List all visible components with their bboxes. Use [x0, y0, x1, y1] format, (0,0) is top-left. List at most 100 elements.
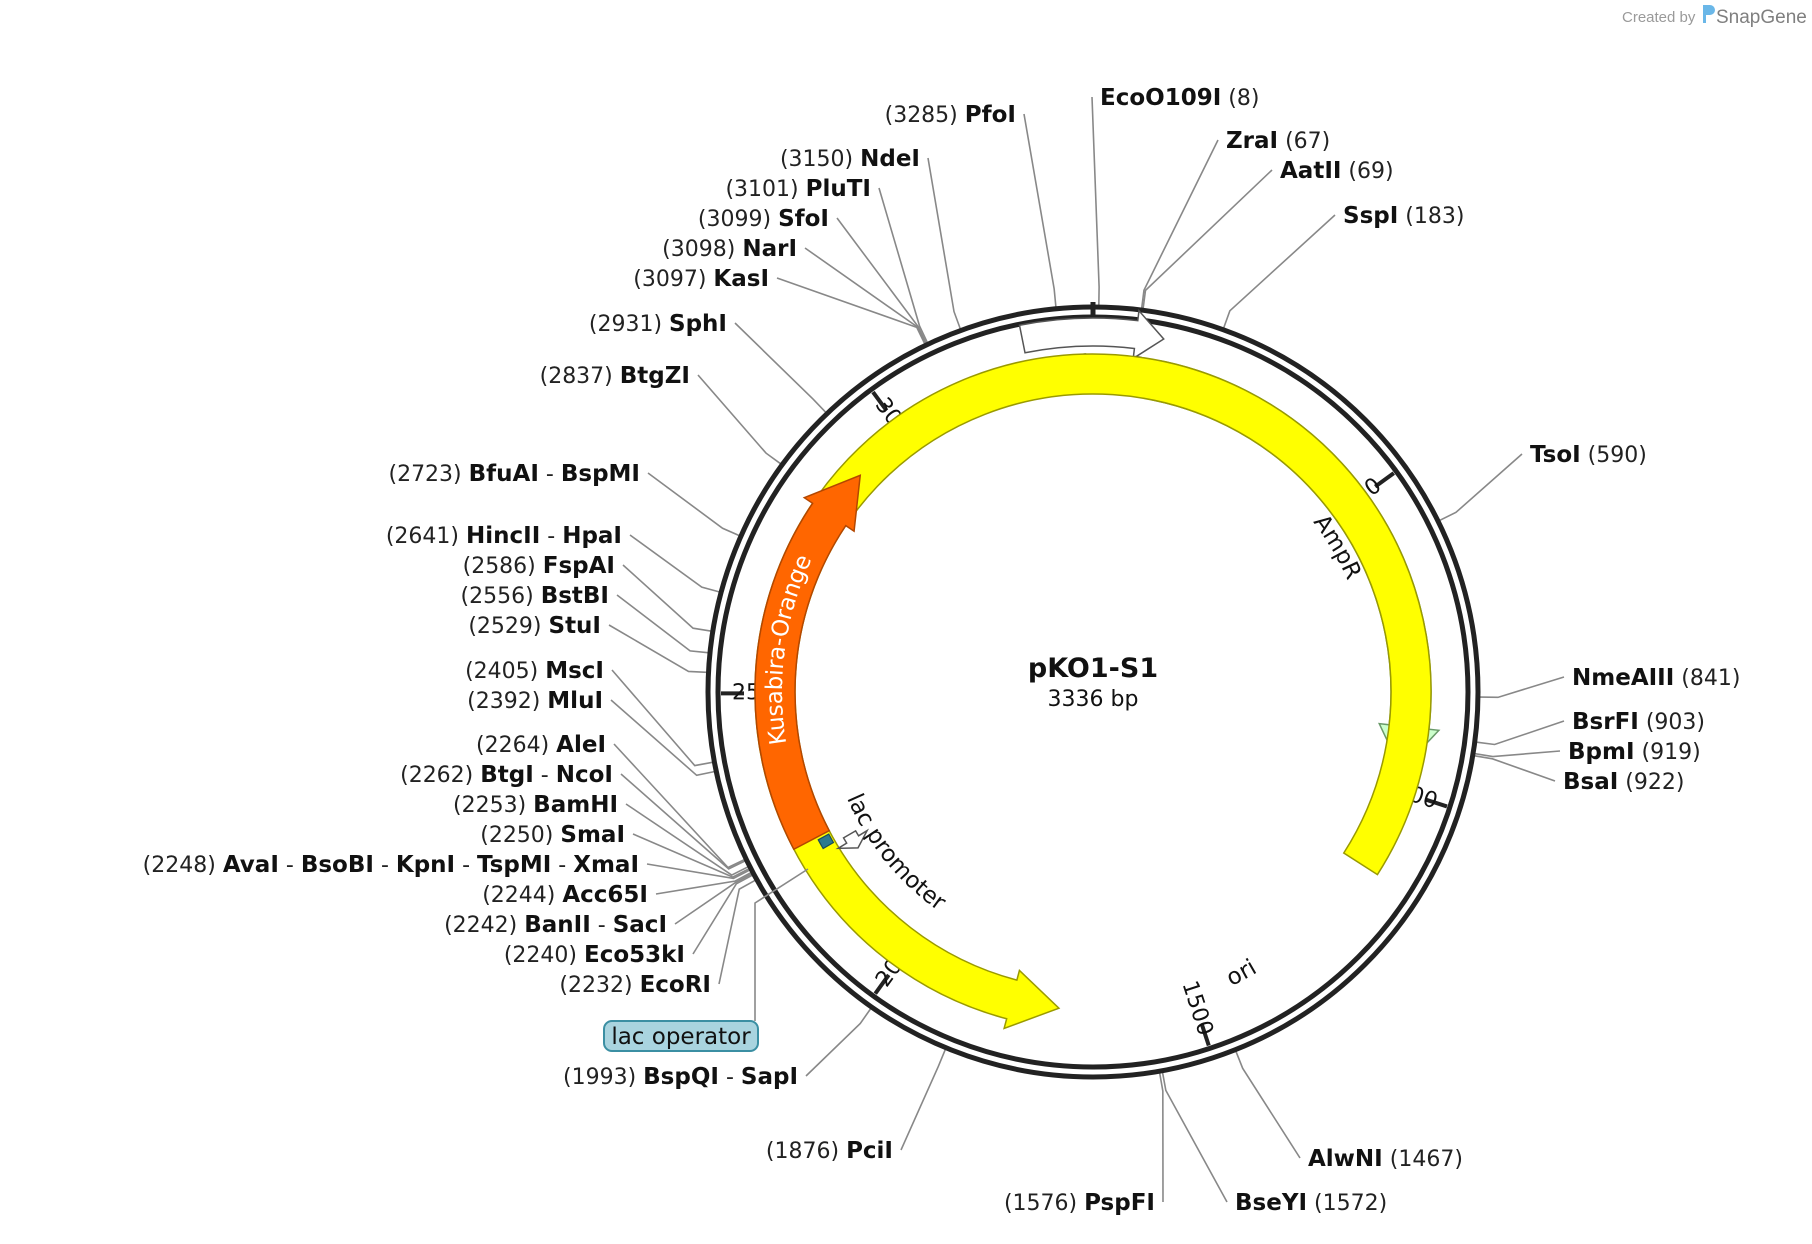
site-label-bspqi-sapi[interactable]: (1993) BspQI - SapI: [563, 1064, 798, 1090]
site-name: BsrFI: [1572, 709, 1639, 735]
site-label-bsrfi[interactable]: BsrFI (903): [1572, 709, 1705, 735]
site-name: Eco53kI: [584, 942, 685, 968]
site-position: (3099): [698, 207, 778, 232]
site-line-bfuai-bspmi: [647, 472, 740, 537]
feature-lac-promoter[interactable]: [835, 828, 870, 850]
site-position: (1876): [766, 1139, 846, 1164]
site-name: TspMI: [477, 852, 551, 878]
tick-mark-3000: [871, 390, 889, 412]
site-label-sspi[interactable]: SspI (183): [1343, 203, 1464, 229]
site-line-pcii: [900, 1049, 946, 1151]
site-label-bsai[interactable]: BsaI (922): [1563, 769, 1684, 795]
site-line-pluti: [878, 187, 928, 343]
site-position: (2641): [386, 524, 466, 549]
site-label-tsoi[interactable]: TsoI (590): [1530, 442, 1647, 468]
site-name: PluTI: [806, 176, 871, 202]
site-label-ecoo109i[interactable]: EcoO109I (8): [1100, 85, 1259, 111]
site-label-alwni[interactable]: AlwNI (1467): [1308, 1146, 1463, 1172]
site-label-pcii[interactable]: (1876) PciI: [766, 1138, 893, 1164]
site-label-kasi[interactable]: (3097) KasI: [633, 266, 769, 292]
site-label-ecori[interactable]: (2232) EcoRI: [559, 972, 711, 998]
site-line-avai-bsobi-kpni-tspmi-xmai: [646, 863, 750, 880]
site-label-bfuai-bspmi[interactable]: (2723) BfuAI - BspMI: [388, 461, 640, 487]
site-separator: -: [534, 763, 556, 788]
lac-operator-callout-box[interactable]: [603, 1020, 759, 1052]
site-position: (8): [1221, 86, 1259, 111]
site-label-smai[interactable]: (2250) SmaI: [480, 822, 625, 848]
site-label-zrai[interactable]: ZraI (67): [1226, 128, 1330, 154]
feature-kusabira-orange[interactable]: [754, 474, 862, 851]
site-line-bstbi: [616, 594, 709, 654]
site-label-pspfi[interactable]: (1576) PspFI: [1004, 1190, 1155, 1216]
site-line-nmeaiii: [1479, 676, 1565, 699]
site-label-btgi-ncoi[interactable]: (2262) BtgI - NcoI: [400, 762, 613, 788]
site-line-pfoi: [1023, 113, 1057, 307]
site-name: HincII: [466, 523, 540, 549]
site-name: SmaI: [560, 822, 625, 848]
site-label-ndei[interactable]: (3150) NdeI: [780, 146, 920, 172]
site-line-sphi: [734, 322, 827, 413]
site-line-banii-saci: [674, 873, 752, 925]
site-separator: -: [279, 853, 301, 878]
site-label-nari[interactable]: (3098) NarI: [662, 236, 797, 262]
site-separator: -: [455, 853, 477, 878]
site-label-fspai[interactable]: (2586) FspAI: [463, 553, 615, 579]
site-label-alei[interactable]: (2264) AleI: [476, 732, 606, 758]
lac-operator-callout[interactable]: lac operator: [603, 868, 809, 1052]
site-label-eco53ki[interactable]: (2240) Eco53kI: [504, 942, 685, 968]
site-line-btgzi: [697, 374, 781, 465]
site-label-stui[interactable]: (2529) StuI: [468, 613, 601, 639]
site-line-tsoi: [1439, 453, 1523, 522]
site-label-bseyi[interactable]: BseYI (1572): [1235, 1190, 1387, 1216]
site-position: (1993): [563, 1065, 643, 1090]
site-label-acc65i[interactable]: (2244) Acc65I: [482, 882, 648, 908]
site-label-msci[interactable]: (2405) MscI: [465, 658, 604, 684]
site-label-nmeaiii[interactable]: NmeAIII (841): [1572, 665, 1740, 691]
site-label-pluti[interactable]: (3101) PluTI: [725, 176, 871, 202]
feature-ampr-promoter[interactable]: [1018, 309, 1165, 360]
site-position: (2240): [504, 943, 584, 968]
site-separator: -: [719, 1065, 741, 1090]
feature-ori[interactable]: [754, 353, 1432, 1030]
site-name: KpnI: [396, 852, 455, 878]
site-name: EcoRI: [640, 972, 711, 998]
site-position: (2931): [589, 312, 669, 337]
tick-mark-2000: [873, 973, 891, 995]
site-label-sfoi[interactable]: (3099) SfoI: [698, 206, 829, 232]
site-position: (2262): [400, 763, 480, 788]
site-name: SspI: [1343, 203, 1398, 229]
site-position: (2405): [465, 659, 545, 684]
site-position: (2242): [444, 913, 524, 938]
site-line-stui: [608, 624, 707, 674]
site-label-hincii-hpai[interactable]: (2641) HincII - HpaI: [386, 523, 622, 549]
site-label-mlui[interactable]: (2392) MluI: [467, 688, 603, 714]
site-line-mlui: [610, 699, 715, 777]
site-label-bstbi[interactable]: (2556) BstBI: [461, 583, 609, 609]
site-position: (2837): [540, 364, 620, 389]
site-label-bamhi[interactable]: (2253) BamHI: [453, 792, 618, 818]
site-label-bpmi[interactable]: BpmI (919): [1568, 739, 1701, 765]
site-line-ndei: [927, 157, 961, 329]
site-label-aatii[interactable]: AatII (69): [1280, 158, 1394, 184]
feature-lac-operator[interactable]: [817, 833, 835, 850]
site-name: PspFI: [1084, 1190, 1155, 1216]
tick-mark-1000: [1424, 797, 1448, 809]
site-position: (183): [1398, 204, 1464, 229]
site-line-kasi: [776, 277, 926, 344]
snapgene-logo-icon: [1703, 5, 1715, 23]
site-label-banii-saci[interactable]: (2242) BanII - SacI: [444, 912, 667, 938]
site-position: (1576): [1004, 1191, 1084, 1216]
site-name: TsoI: [1530, 442, 1581, 468]
site-position: (3150): [780, 147, 860, 172]
site-name: AleI: [556, 732, 606, 758]
tick-label-1500: 1500: [1177, 978, 1218, 1039]
site-label-btgzi[interactable]: (2837) BtgZI: [540, 363, 690, 389]
site-label-pfoi[interactable]: (3285) PfoI: [885, 102, 1016, 128]
site-label-sphi[interactable]: (2931) SphI: [589, 311, 727, 337]
restriction-site-labels: EcoO109I (8) ZraI (67) AatII (69) SspI (183…: [143, 85, 1741, 1216]
site-name: SacI: [613, 912, 667, 938]
site-position: (2392): [467, 689, 547, 714]
site-label-avai-bsobi-kpni-tspmi-xmai[interactable]: (2248) AvaI - BsoBI - KpnI - TspMI - Xma…: [143, 852, 639, 878]
site-name: Acc65I: [562, 882, 648, 908]
